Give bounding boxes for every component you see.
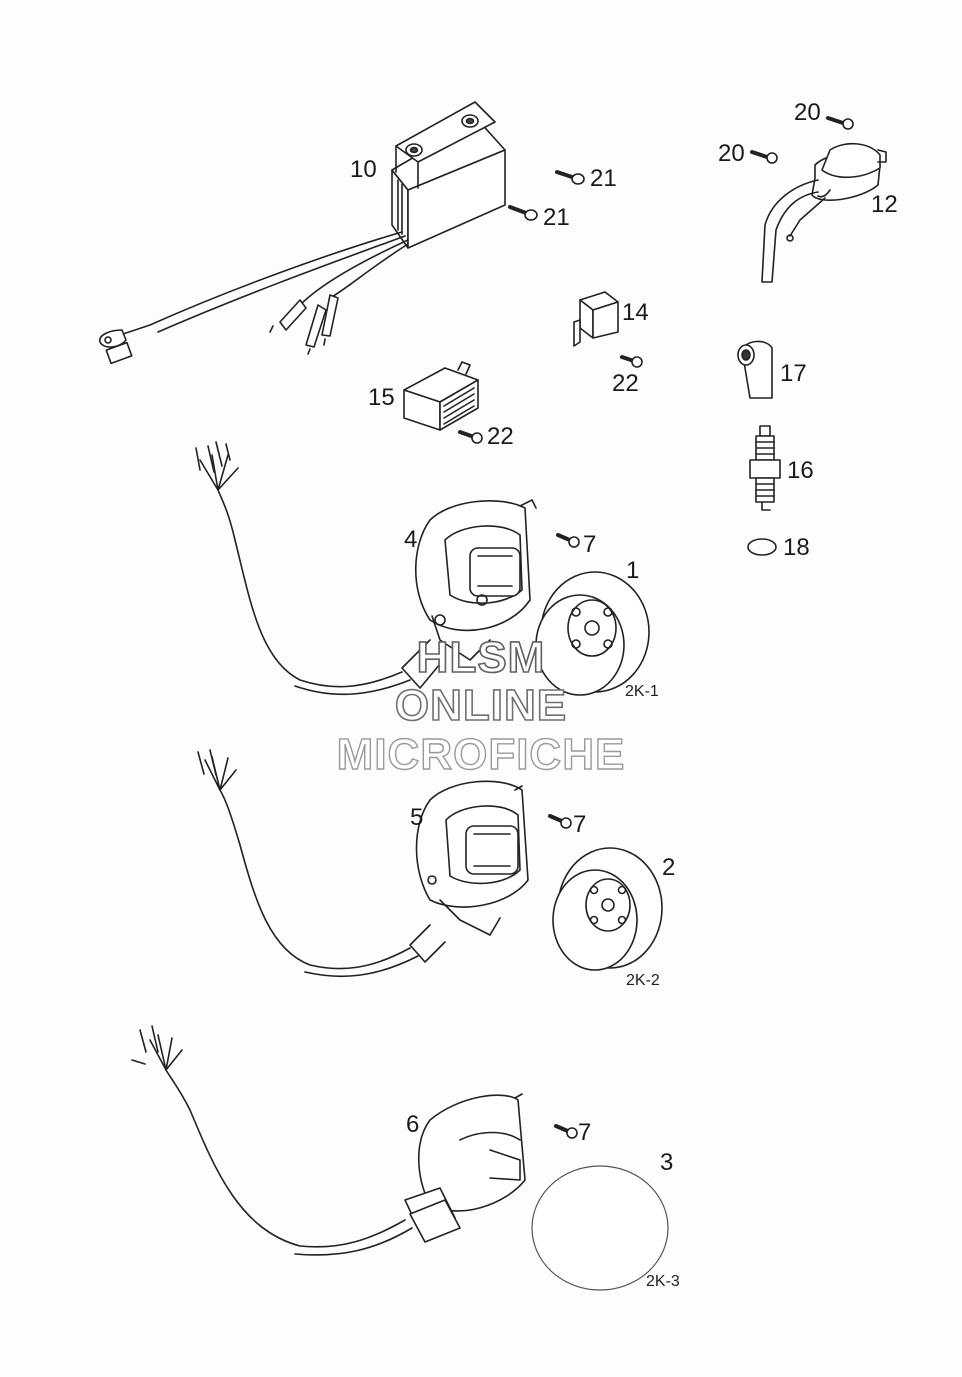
regulator <box>403 361 479 431</box>
label-part-3: 3 <box>660 1149 674 1176</box>
screw-21-bottom <box>508 205 538 221</box>
label-part-17: 17 <box>780 360 807 387</box>
label-part-18: 18 <box>783 534 810 561</box>
variant-label-2k3: 2K-3 <box>646 1273 680 1290</box>
label-part-14: 14 <box>622 299 649 326</box>
rotor-2k3 <box>531 1165 669 1291</box>
label-part-21-bottom: 21 <box>543 204 570 231</box>
label-part-21-top: 21 <box>590 165 617 192</box>
relay <box>573 291 619 347</box>
label-part-6: 6 <box>406 1111 420 1138</box>
label-part-7-2k2: 7 <box>573 811 587 838</box>
screw-20-top <box>826 116 854 130</box>
label-part-7-2k3: 7 <box>578 1119 592 1146</box>
label-part-20-left: 20 <box>718 140 745 167</box>
screw-22-relay <box>620 355 643 368</box>
label-part-22-relay: 22 <box>612 370 639 397</box>
stator-2k1 <box>195 441 537 696</box>
watermark-line-2: ONLINE <box>394 681 568 730</box>
rotor-2k1 <box>535 571 650 696</box>
label-part-4: 4 <box>404 526 418 553</box>
label-part-22-regulator: 22 <box>487 423 514 450</box>
label-part-20-top: 20 <box>794 99 821 126</box>
label-part-12: 12 <box>871 191 898 218</box>
ignition-coil <box>761 142 887 283</box>
variant-label-2k1: 2K-1 <box>625 683 659 700</box>
screw-7-2k3 <box>554 1124 578 1139</box>
screw-21-top <box>555 170 585 185</box>
label-part-10: 10 <box>350 156 377 183</box>
watermark-line-3: MICROFICHE <box>336 730 626 779</box>
screw-7-2k2 <box>548 814 572 829</box>
rotor-2k2 <box>552 847 663 971</box>
label-part-2: 2 <box>662 854 676 881</box>
label-part-7-2k1: 7 <box>583 531 597 558</box>
label-part-5: 5 <box>410 804 424 831</box>
variant-label-2k2: 2K-2 <box>626 972 660 989</box>
watermark-line-1: HLSM <box>416 633 546 682</box>
stator-2k2 <box>197 749 529 978</box>
label-part-16: 16 <box>787 457 814 484</box>
label-part-15: 15 <box>368 384 395 411</box>
stator-2k3 <box>131 1025 526 1256</box>
label-part-1: 1 <box>626 557 640 584</box>
cdi-unit <box>99 101 506 365</box>
screw-20-left <box>750 150 778 164</box>
o-ring <box>747 538 777 556</box>
screw-7-2k1 <box>556 533 580 548</box>
screw-22-regulator <box>458 430 483 444</box>
spark-plug-cap <box>737 340 773 399</box>
spark-plug <box>749 425 781 511</box>
